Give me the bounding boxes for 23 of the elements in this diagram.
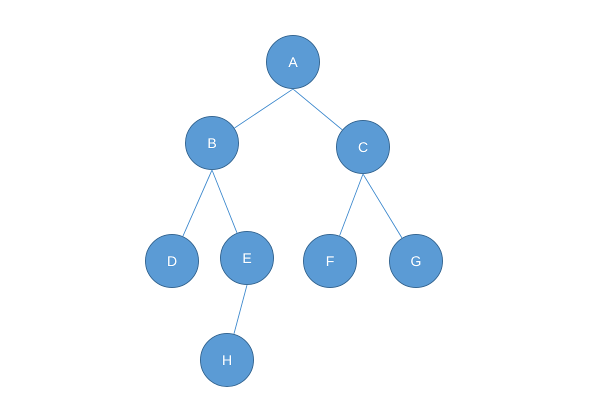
tree-node-circle: [266, 35, 320, 89]
tree-edge-line: [339, 174, 364, 236]
tree-edge-line: [234, 88, 294, 129]
tree-node-circle: [145, 234, 199, 288]
node-label: G: [410, 253, 422, 269]
tree-edge-line: [362, 174, 402, 238]
node-label: H: [222, 352, 232, 368]
node-label: D: [166, 253, 178, 269]
tree-node-circle: [220, 231, 274, 285]
tree-edge-line: [292, 88, 343, 130]
tree-edge-line: [182, 170, 212, 237]
node-label: E: [242, 250, 252, 266]
tree-node-circle: [185, 116, 239, 170]
node-label: C: [358, 139, 368, 155]
tree-node-circle: [303, 234, 357, 288]
tree-edge-line: [233, 284, 248, 334]
node-label: A: [288, 54, 298, 70]
tree-node-circle: [389, 234, 443, 288]
tree-node-circle: [336, 120, 390, 174]
node-label: B: [207, 135, 217, 151]
tree-node-circle: [200, 333, 254, 387]
node-label: F: [326, 253, 334, 269]
tree-edge-line: [212, 170, 238, 234]
